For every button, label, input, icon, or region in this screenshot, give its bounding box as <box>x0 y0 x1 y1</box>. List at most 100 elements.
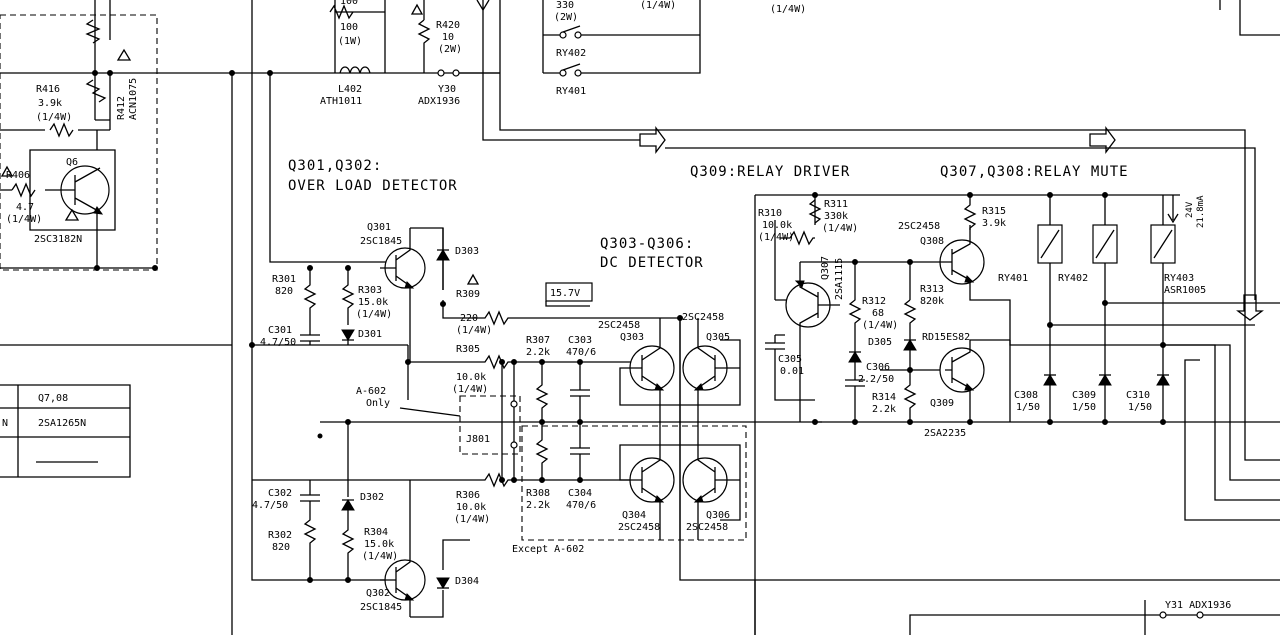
r420-label: R420 <box>436 20 460 31</box>
c304-value: 470/6 <box>566 500 596 511</box>
y30-label: Y30 <box>438 84 456 95</box>
overload-detector-title: OVER LOAD DETECTOR <box>288 178 458 194</box>
r420-watt: (2W) <box>438 44 462 55</box>
r308-label: R308 <box>526 488 550 499</box>
r303-value: 15.0k <box>358 297 388 308</box>
voltage-24v: 24V <box>1185 201 1195 218</box>
part-table <box>0 384 131 478</box>
c305-label: C305 <box>778 354 802 365</box>
voltage-15-7v: 15.7V <box>550 288 580 299</box>
except-a602-label: Except A-602 <box>512 544 584 555</box>
r311-value: 330k <box>824 211 848 222</box>
c302-value: 4.7/50 <box>252 500 288 511</box>
acn1075-label: ACN1075 <box>128 78 139 120</box>
r406-value: 4.7 <box>16 202 34 213</box>
warning-icon <box>64 208 80 221</box>
ry401-top-label: RY401 <box>556 86 586 97</box>
q302-part: 2SC1845 <box>360 602 402 613</box>
c309-label: C309 <box>1072 390 1096 401</box>
d301-label: D301 <box>358 329 382 340</box>
q301-label: Q301 <box>367 222 391 233</box>
r315-value: 3.9k <box>982 218 1006 229</box>
r330-watt: (2W) <box>554 12 578 23</box>
ath1011-label: ATH1011 <box>320 96 362 107</box>
dc-detector-section <box>317 282 1280 581</box>
overload-section <box>0 0 470 618</box>
q309-part: 2SA2235 <box>924 428 966 439</box>
r416-watt: (1/4W) <box>36 112 72 123</box>
r308-value: 2.2k <box>526 500 550 511</box>
l402-label: L402 <box>338 84 362 95</box>
r305-watt: (1/4W) <box>452 384 488 395</box>
c306-label: C306 <box>866 362 890 373</box>
r302-label: R302 <box>268 530 292 541</box>
c305-value: 0.01 <box>780 366 804 377</box>
q302-label: Q302 <box>366 588 390 599</box>
r418-value: 100 <box>340 22 358 33</box>
q304-part: 2SC2458 <box>618 522 660 533</box>
r310-label: R310 <box>758 208 782 219</box>
r416-label: R416 <box>36 84 60 95</box>
asr1005-label: ASR1005 <box>1164 285 1206 296</box>
r309-value: 220 <box>460 313 478 324</box>
r313-label: R313 <box>920 284 944 295</box>
table-cell-part: 2SA1265N <box>38 418 86 429</box>
r306-watt: (1/4W) <box>454 514 490 525</box>
table-row-label: N <box>2 418 8 429</box>
current-21-8ma: 21.8mA <box>1196 195 1206 228</box>
top-watt-2: (1/4W) <box>770 4 806 15</box>
rd15-label: RD15ES82 <box>922 332 970 343</box>
r305-label: R305 <box>456 344 480 355</box>
top-section <box>229 0 1280 635</box>
warning-icon <box>466 273 480 285</box>
r312-value: 68 <box>872 308 884 319</box>
q309-title: Q309:RELAY DRIVER <box>690 164 850 180</box>
arrow-down-icon <box>1236 294 1264 321</box>
c301-label: C301 <box>268 325 292 336</box>
warning-icon <box>0 165 14 177</box>
r314-value: 2.2k <box>872 404 896 415</box>
arrow-down-icon <box>476 0 490 12</box>
r416-value: 3.9k <box>38 98 62 109</box>
arrow-right-icon <box>1089 126 1116 154</box>
c301-value: 4.7/50 <box>260 337 296 348</box>
q308-label: Q308 <box>920 236 944 247</box>
c304-label: C304 <box>568 488 592 499</box>
c309-value: 1/50 <box>1072 402 1096 413</box>
dc-detector-title: DC DETECTOR <box>600 255 704 271</box>
d305-label: D305 <box>868 337 892 348</box>
q307-part: 2SA1115 <box>834 258 845 300</box>
arrow-right-icon <box>639 126 666 154</box>
c302-label: C302 <box>268 488 292 499</box>
r312-label: R312 <box>862 296 886 307</box>
c308-label: C308 <box>1014 390 1038 401</box>
r315-label: R315 <box>982 206 1006 217</box>
r330-value: 330 <box>556 0 574 11</box>
r312-watt: (1/4W) <box>862 320 898 331</box>
r301-label: R301 <box>272 274 296 285</box>
r418-label: 100 <box>340 0 358 7</box>
c303-value: 470/6 <box>566 347 596 358</box>
r301-value: 820 <box>275 286 293 297</box>
c310-label: C310 <box>1126 390 1150 401</box>
r311-watt: (1/4W) <box>822 223 858 234</box>
r412-label: R412 <box>116 96 127 120</box>
ry401-label: RY401 <box>998 273 1028 284</box>
q303-label: Q303 <box>620 332 644 343</box>
r313-value: 820k <box>920 296 944 307</box>
r307-label: R307 <box>526 335 550 346</box>
r311-label: R311 <box>824 199 848 210</box>
q306-label: Q306 <box>706 510 730 521</box>
r304-label: R304 <box>364 527 388 538</box>
r303-label: R303 <box>358 285 382 296</box>
r420-value: 10 <box>442 32 454 43</box>
r304-value: 15.0k <box>364 539 394 550</box>
r306-label: R306 <box>456 490 480 501</box>
q6-label: Q6 <box>66 157 78 168</box>
r406-label: R406 <box>6 170 30 181</box>
r307-value: 2.2k <box>526 347 550 358</box>
q309-label: Q309 <box>930 398 954 409</box>
only-label: Only <box>366 398 390 409</box>
c308-value: 1/50 <box>1016 402 1040 413</box>
r309-label: R309 <box>456 289 480 300</box>
